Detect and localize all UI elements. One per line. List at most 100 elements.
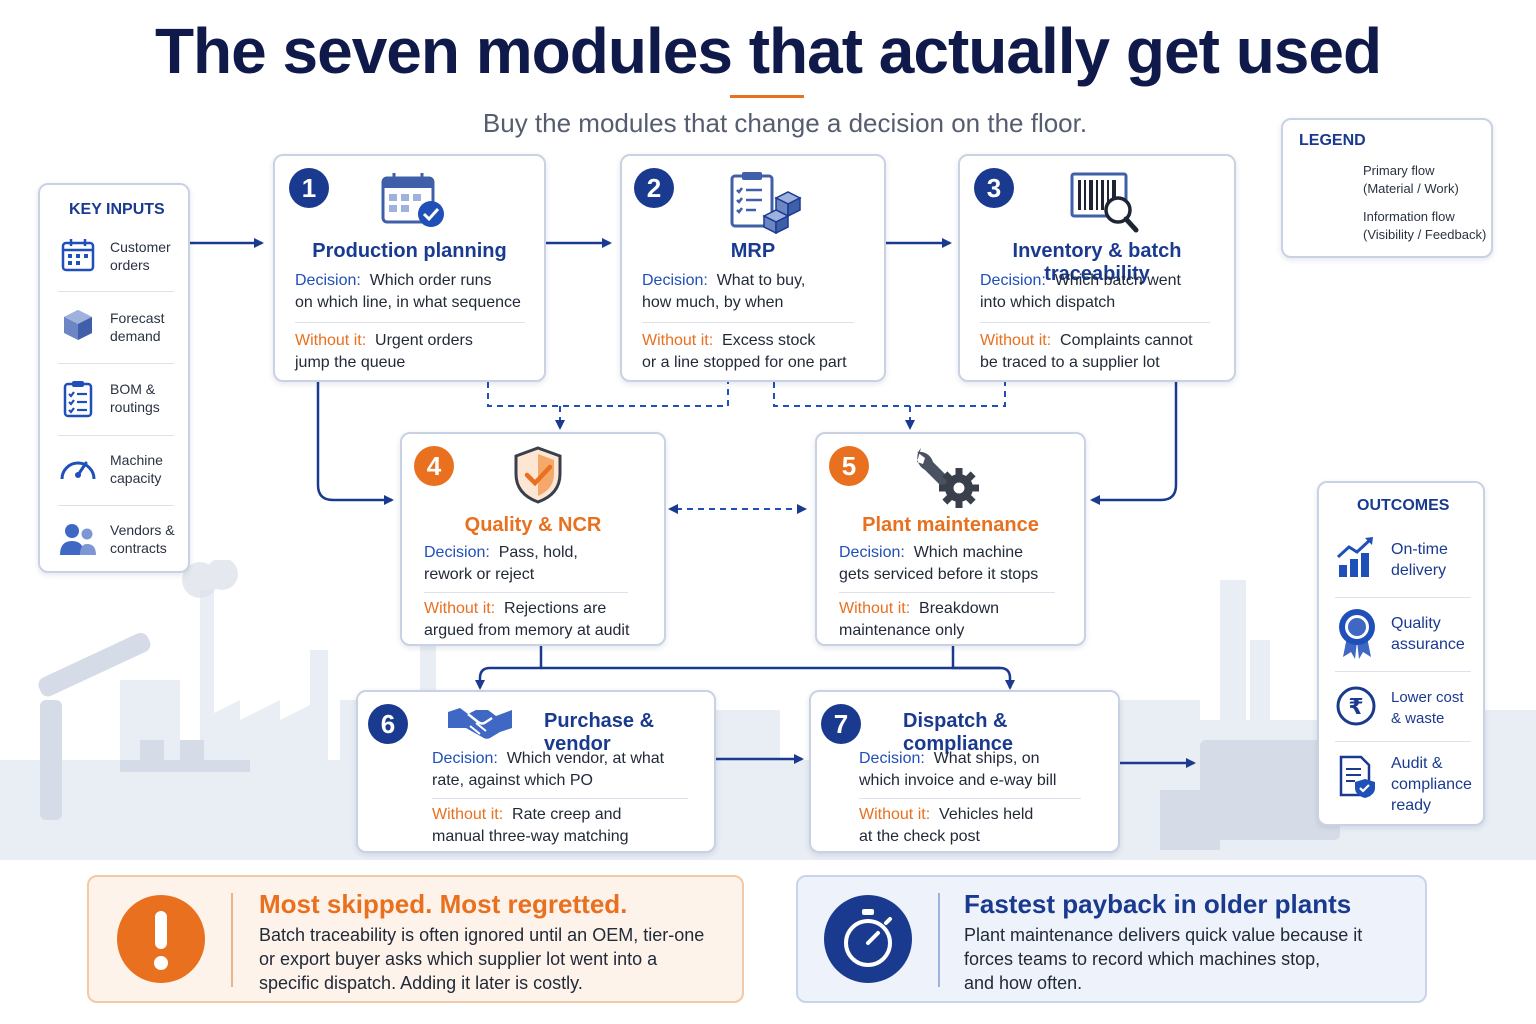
wrench-gear-icon [917,448,979,508]
module-decision: Decision: What to buy, how much, by when [642,270,878,314]
decision-text: Which order runs on which line, in what … [295,272,521,311]
decision-text: Which machine gets serviced before it st… [839,544,1039,583]
module-title: Inventory & batch traceability [1012,240,1182,285]
legend-primary-flow: Primary flow (Material / Work) [1363,163,1459,196]
decision-label: Decision: [839,544,905,561]
key-input-forecast-demand: Forecast demand [110,310,165,344]
module-title: MRP [730,240,776,262]
decision-text: Which vendor, at what rate, against whic… [432,750,665,789]
divider [58,505,174,506]
key-inputs-heading: KEY INPUTS [69,201,165,218]
outcomes-panel: OUTCOMES On-time delivery Quality assura… [1317,481,1485,826]
without-label: Without it: [859,806,931,823]
module-title: Plant maintenance [862,514,1039,536]
callout-divider [938,893,940,987]
divider [432,798,688,799]
callout-title: Most skipped. Most regretted. [259,889,628,919]
without-text: Urgent orders jump the queue [295,332,473,371]
rupee-icon: ₹ [1336,686,1376,726]
without-text: Rate creep and manual three-way matching [432,806,629,845]
divider [980,322,1210,323]
module-without: Without it: Vehicles held at the check p… [859,804,1119,848]
outcomes-heading: OUTCOMES [1357,497,1450,514]
clipboard-boxes-icon [730,172,802,234]
decision-text: Which batch went into which dispatch [980,272,1181,311]
module-card-plant-maintenance[interactable]: 5 Plant maintenance Decision: Which mach… [815,432,1086,646]
module-number-badge: 4 [414,446,454,486]
module-number-badge: 3 [974,168,1014,208]
callout-body: Plant maintenance delivers quick value b… [964,925,1363,993]
divider [58,363,174,364]
page-subtitle: Buy the modules that change a decision o… [482,108,1088,138]
outcome-lower-cost-waste: Lower cost & waste [1391,689,1464,727]
callout-title: Fastest payback in older plants [964,889,1352,919]
module-decision: Decision: Which order runs on which line… [295,270,535,314]
legend-heading: LEGEND [1299,132,1366,149]
callout-body: Batch traceability is often ignored unti… [259,925,705,993]
shield-check-icon [514,446,562,504]
module-title: Quality & NCR [464,514,602,536]
divider [642,322,854,323]
barcode-magnifier-icon [1070,172,1139,233]
key-inputs-panel: KEY INPUTS Customer orders Forecast dema… [38,183,190,573]
module-without: Without it: Breakdown maintenance only [839,598,1079,642]
without-label: Without it: [642,332,714,349]
without-text: Vehicles held at the check post [859,806,1034,845]
module-card-quality-ncr[interactable]: 4 Quality & NCR Decision: Pass, hold, re… [400,432,666,646]
rosette-icon [1339,609,1375,659]
decision-label: Decision: [980,272,1046,289]
decision-text: What ships, on which invoice and e-way b… [859,750,1057,789]
without-label: Without it: [980,332,1052,349]
divider [839,592,1055,593]
title-underline [730,95,804,98]
module-number-badge: 6 [368,704,408,744]
chart-up-icon [1336,537,1373,577]
svg-text:₹: ₹ [1348,695,1363,720]
module-without: Without it: Urgent orders jump the queue [295,330,535,374]
key-input-bom-routings: BOM & routings [110,381,160,415]
without-text: Breakdown maintenance only [839,600,1000,639]
legend-information-flow: Information flow (Visibility / Feedback) [1363,209,1487,242]
decision-label: Decision: [432,750,498,767]
module-decision: Decision: Which batch went into which di… [980,270,1226,314]
decision-label: Decision: [642,272,708,289]
key-input-customer-orders: Customer orders [110,239,171,273]
module-card-production-planning[interactable]: 1 Production planning Decision: Which or… [273,154,546,382]
divider [859,798,1081,799]
without-label: Without it: [432,806,504,823]
without-label: Without it: [839,600,911,617]
module-title: Purchase & vendor [544,710,655,755]
outcome-quality-assurance: Quality assurance [1391,615,1465,653]
callout-most-skipped: Most skipped. Most regretted. Batch trac… [87,875,744,1003]
module-card-purchase-vendor[interactable]: 6 Purchase & vendor Decision: Which vend… [356,690,716,853]
module-without: Without it: Rejections are argued from m… [424,598,664,642]
module-title: Dispatch & compliance [903,710,1014,755]
callout-divider [231,893,233,987]
key-input-machine-capacity: Machine capacity [110,452,163,486]
exclamation-icon [117,895,205,983]
decision-label: Decision: [424,544,490,561]
callout-fastest-payback: Fastest payback in older plants Plant ma… [796,875,1427,1003]
module-title: Production planning [312,240,507,262]
outcome-on-time-delivery: On-time delivery [1391,541,1448,579]
people-icon [60,524,96,555]
handshake-icon [448,708,512,739]
without-text: Excess stock or a line stopped for one p… [642,332,847,371]
divider [1335,597,1471,598]
calendar-check-icon [381,173,444,227]
calendar-icon [61,239,95,272]
without-label: Without it: [295,332,367,349]
module-card-inventory-batch-traceability[interactable]: 3 Inventory & batch traceability Decisio… [958,154,1236,382]
checklist-icon [63,381,93,418]
decision-text: What to buy, how much, by when [642,272,806,311]
divider [295,322,525,323]
module-card-dispatch-compliance[interactable]: 7 Dispatch & compliance Decision: What s… [809,690,1120,853]
divider [58,435,174,436]
module-without: Without it: Rate creep and manual three-… [432,804,712,848]
doc-shield-icon [1339,755,1375,798]
without-text: Complaints cannot be traced to a supplie… [980,332,1193,371]
stopwatch-icon [824,895,912,983]
module-number-badge: 2 [634,168,674,208]
cube-icon [64,310,92,340]
module-card-mrp[interactable]: 2 MRP Decision: What to buy, how much, b… [620,154,886,382]
